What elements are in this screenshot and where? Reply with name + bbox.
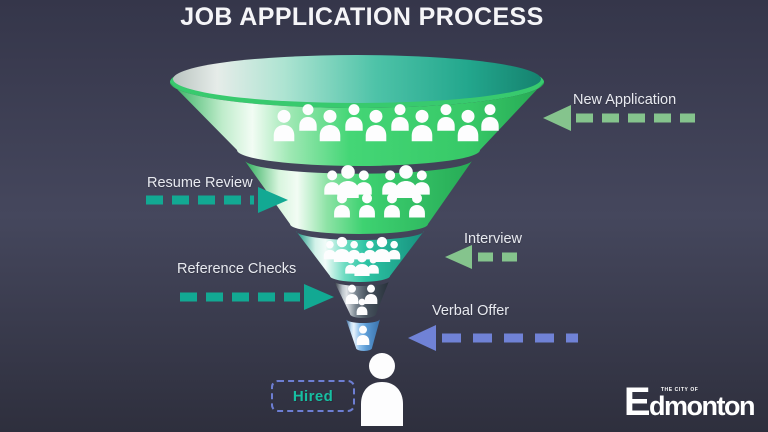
- stage-label-new-application: New Application: [573, 92, 677, 108]
- logo-brand-text: Edmonton: [623, 380, 756, 424]
- hired-badge-label: Hired: [292, 387, 334, 405]
- page-title: JOB APPLICATION PROCESS: [180, 3, 544, 31]
- arrow-new-application: [543, 105, 695, 131]
- stage-label-verbal-offer: Verbal Offer: [432, 303, 510, 319]
- hired-person-icon: [361, 353, 403, 426]
- stage-label-interview: Interview: [464, 231, 523, 247]
- city-of-edmonton-logo: THE CITY OF Edmonton: [623, 380, 756, 426]
- logo-tagline: THE CITY OF: [660, 387, 699, 393]
- arrow-reference-checks: [180, 284, 334, 310]
- arrow-resume-review: [146, 187, 288, 213]
- stage-label-resume-review: Resume Review: [147, 175, 253, 191]
- arrow-verbal-offer: [408, 325, 578, 351]
- funnel-top-surface: [173, 55, 541, 103]
- stage-label-reference-checks: Reference Checks: [177, 261, 297, 277]
- arrow-interview: [445, 245, 526, 269]
- hired-badge: Hired: [271, 380, 355, 412]
